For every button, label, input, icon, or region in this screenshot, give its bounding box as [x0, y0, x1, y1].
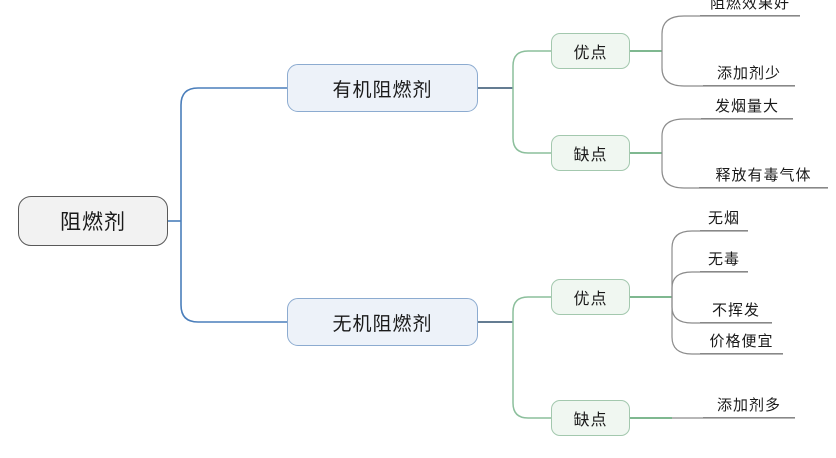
root-node[interactable]: 阻燃剂 — [18, 196, 168, 246]
leaf-node[interactable]: 不挥发 — [700, 302, 772, 323]
leaf-node[interactable]: 释放有毒气体 — [699, 167, 828, 188]
group-node-organic-cons-label: 缺点 — [573, 147, 608, 164]
group-node-inorganic-cons[interactable]: 缺点 — [551, 400, 630, 436]
leaf-node-label: 阻燃效果好 — [709, 0, 790, 12]
leaf-node[interactable]: 价格便宜 — [700, 333, 783, 354]
group-node-inorganic-pros[interactable]: 优点 — [551, 279, 630, 315]
branch-node-organic[interactable]: 有机阻燃剂 — [287, 64, 478, 112]
branch-node-inorganic-label: 无机阻燃剂 — [332, 313, 433, 335]
leaf-node-label: 添加剂少 — [716, 65, 781, 82]
branch-node-inorganic[interactable]: 无机阻燃剂 — [287, 298, 478, 346]
leaf-node[interactable]: 阻燃效果好 — [700, 0, 800, 16]
group-node-organic-pros[interactable]: 优点 — [551, 33, 630, 69]
leaf-node-label: 价格便宜 — [709, 333, 774, 350]
group-node-organic-cons[interactable]: 缺点 — [551, 135, 630, 171]
leaf-node-label: 无毒 — [707, 251, 740, 268]
leaf-node[interactable]: 添加剂少 — [703, 65, 795, 86]
leaf-node-label: 无烟 — [707, 210, 740, 227]
group-node-inorganic-pros-label: 优点 — [573, 291, 608, 308]
leaf-node[interactable]: 无毒 — [700, 251, 748, 272]
leaf-node-label: 不挥发 — [711, 302, 760, 319]
branch-node-organic-label: 有机阻燃剂 — [332, 79, 433, 101]
leaf-node[interactable]: 发烟量大 — [701, 98, 793, 119]
group-node-organic-pros-label: 优点 — [573, 45, 608, 62]
leaf-node[interactable]: 无烟 — [700, 210, 748, 231]
leaf-node-label: 释放有毒气体 — [715, 167, 812, 184]
leaf-node[interactable]: 添加剂多 — [703, 397, 795, 418]
root-node-label: 阻燃剂 — [60, 211, 126, 234]
leaf-node-label: 发烟量大 — [714, 98, 779, 115]
group-node-inorganic-cons-label: 缺点 — [573, 412, 608, 429]
leaf-node-label: 添加剂多 — [716, 397, 781, 414]
